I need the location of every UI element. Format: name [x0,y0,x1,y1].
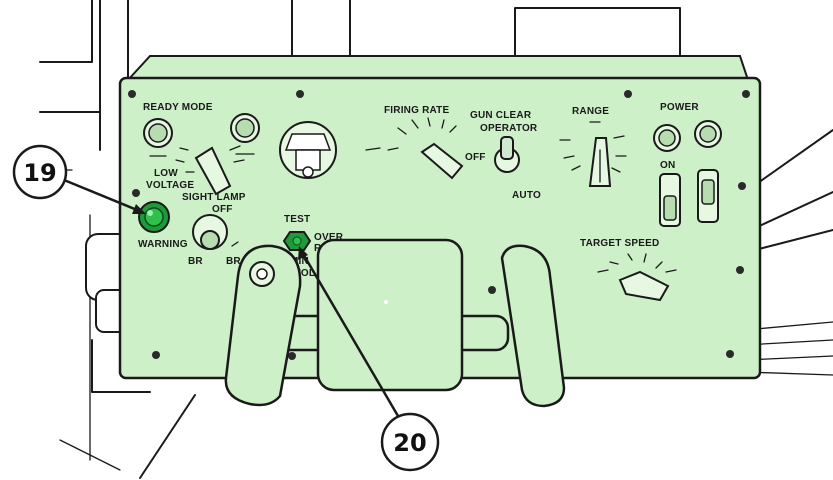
mode-knob-icon[interactable] [230,113,260,155]
ready-mode-label: READY MODE [143,102,213,113]
firing-rate-off-label: OFF [465,152,486,163]
min-vol-label-line2: VOL [294,268,315,279]
target-speed-label: TARGET SPEED [580,238,659,249]
warning-label: WARNING [138,239,188,250]
callout-19: 19 [12,144,146,214]
firing-rate-label: FIRING RATE [384,105,449,116]
gun-clear-group: GUN CLEAR OPERATOR AUTO [470,110,541,201]
target-speed-group: TARGET SPEED [580,238,677,302]
low-voltage-label-line1: LOW [154,168,178,179]
range-label: RANGE [572,106,609,117]
min-vol-label-line1: MIN [290,256,309,267]
gun-clear-toggle-icon[interactable] [494,136,520,173]
power-knob-icon[interactable] [653,124,681,152]
meter-gauge-icon [279,121,337,179]
hand-grip-icon[interactable] [224,238,566,408]
panel-screws [128,90,750,360]
power-label: POWER [660,102,699,113]
sight-lamp-dimmer-knob-icon[interactable] [192,214,239,250]
sight-lamp-label: SIGHT LAMP [182,192,246,203]
auto-label: AUTO [512,190,541,201]
callout-19-number: 19 [23,159,56,187]
range-group: RANGE [559,106,627,187]
panel-top-housing [125,55,750,81]
gun-clear-label: GUN CLEAR [470,110,532,121]
br-right-label: BR [226,256,241,267]
mode-selector-lever-icon[interactable] [175,145,245,196]
sight-lamp-off-label: OFF [212,204,233,215]
power-on-label: ON [660,160,675,171]
target-speed-lever-icon[interactable] [618,270,670,302]
power-toggle-icon[interactable] [659,173,681,227]
callout-20: 20 [298,246,440,472]
br-left-label: BR [188,256,203,267]
power-toggle-icon[interactable] [697,169,719,223]
test-label: TEST [284,214,310,225]
power-knob-icon[interactable] [694,120,722,148]
ready-mode-group: READY MODE [143,102,260,196]
sight-lamp-group: SIGHT LAMP OFF BR BR [182,192,246,267]
low-voltage-warning-lamp-icon[interactable] [138,201,170,233]
firing-rate-group: FIRING RATE OFF [365,105,486,180]
firing-rate-lever-icon[interactable] [420,142,464,180]
test-override-button-icon[interactable] [282,231,312,251]
override-label-line1: OVER [314,232,344,243]
low-voltage-group: LOW VOLTAGE WARNING [138,168,194,250]
power-group: POWER ON [653,102,722,227]
callout-20-number: 20 [393,429,426,457]
range-lever-icon[interactable] [588,137,612,187]
low-voltage-label-line2: VOLTAGE [146,180,194,191]
ready-mode-knob-icon[interactable] [143,118,173,157]
operator-label: OPERATOR [480,123,538,134]
